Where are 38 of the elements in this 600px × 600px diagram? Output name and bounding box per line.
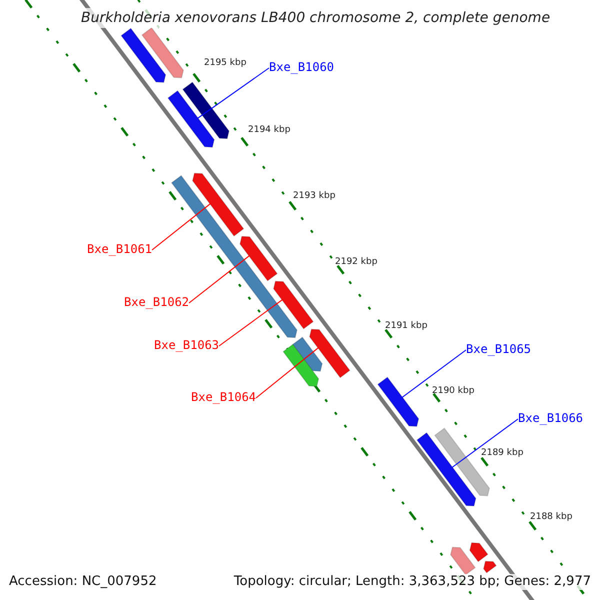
tick-label: 2195 kbp	[204, 58, 246, 69]
gene-feature	[120, 28, 166, 83]
gene-feature	[377, 376, 420, 427]
tick-label: 2192 kbp	[335, 257, 378, 268]
gene-label: Bxe_B1066	[518, 411, 584, 425]
genome-info-text: Topology: circular; Length: 3,363,523 bp; Genes: 2,977	[234, 574, 591, 590]
gene-label: Bxe_B1065	[466, 342, 532, 356]
accession-text: Accession: NC_007952	[9, 574, 157, 590]
leader-line	[402, 350, 466, 398]
gene-feature	[167, 90, 215, 148]
tick-label: 2193 kbp	[293, 191, 336, 202]
gene-feature	[182, 82, 230, 140]
tick-label: 2188 kbp	[530, 512, 572, 523]
gene-feature	[239, 236, 278, 282]
gene-label: Bxe_B1060	[269, 60, 334, 74]
gene-feature	[141, 27, 184, 78]
tick-label: 2191 kbp	[385, 321, 428, 332]
leader-line	[452, 418, 518, 468]
gene-label: Bxe_B1064	[191, 390, 256, 404]
gene-feature	[469, 542, 488, 562]
leader-line	[152, 203, 211, 250]
tick-label: 2189 kbp	[481, 448, 524, 459]
gene-feature	[273, 280, 314, 330]
leader-line	[197, 68, 270, 119]
gene-label: Bxe_B1063	[154, 338, 220, 352]
gene-feature	[292, 336, 323, 372]
tick-label: 2194 kbp	[248, 125, 290, 136]
leader-line	[256, 347, 319, 398]
gene-label: Bxe_B1061	[87, 242, 152, 256]
gene-feature	[282, 344, 320, 387]
gene-feature	[192, 172, 244, 237]
leader-line	[188, 255, 250, 304]
tick-label: 2190 kbp	[432, 386, 474, 397]
gene-feature	[309, 328, 350, 378]
gene-feature	[416, 432, 476, 507]
gene-feature	[450, 546, 476, 576]
leader-line	[218, 299, 283, 346]
gene-label: Bxe_B1062	[124, 295, 190, 309]
